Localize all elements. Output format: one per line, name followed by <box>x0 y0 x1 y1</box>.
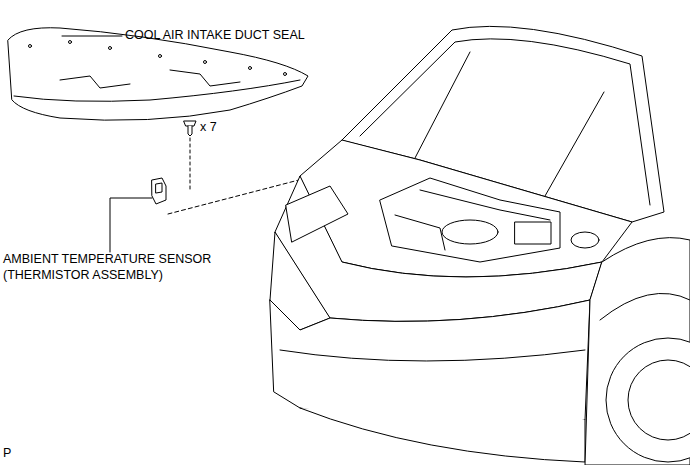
leader-line <box>110 198 152 252</box>
figure-code: P <box>3 446 11 462</box>
clip <box>184 121 196 136</box>
part-name: AMBIENT TEMPERATURE SENSOR (THERMISTOR A… <box>3 252 265 283</box>
duct-seal <box>8 28 308 120</box>
engine <box>380 178 599 262</box>
part-name: COOL AIR INTAKE DUCT SEAL <box>125 28 305 44</box>
strut <box>415 52 604 196</box>
dashed-line <box>190 138 191 190</box>
leader-line <box>62 36 122 37</box>
sensor <box>152 178 166 204</box>
quantity-label: x 7 <box>200 120 217 136</box>
vehicle <box>270 26 690 465</box>
